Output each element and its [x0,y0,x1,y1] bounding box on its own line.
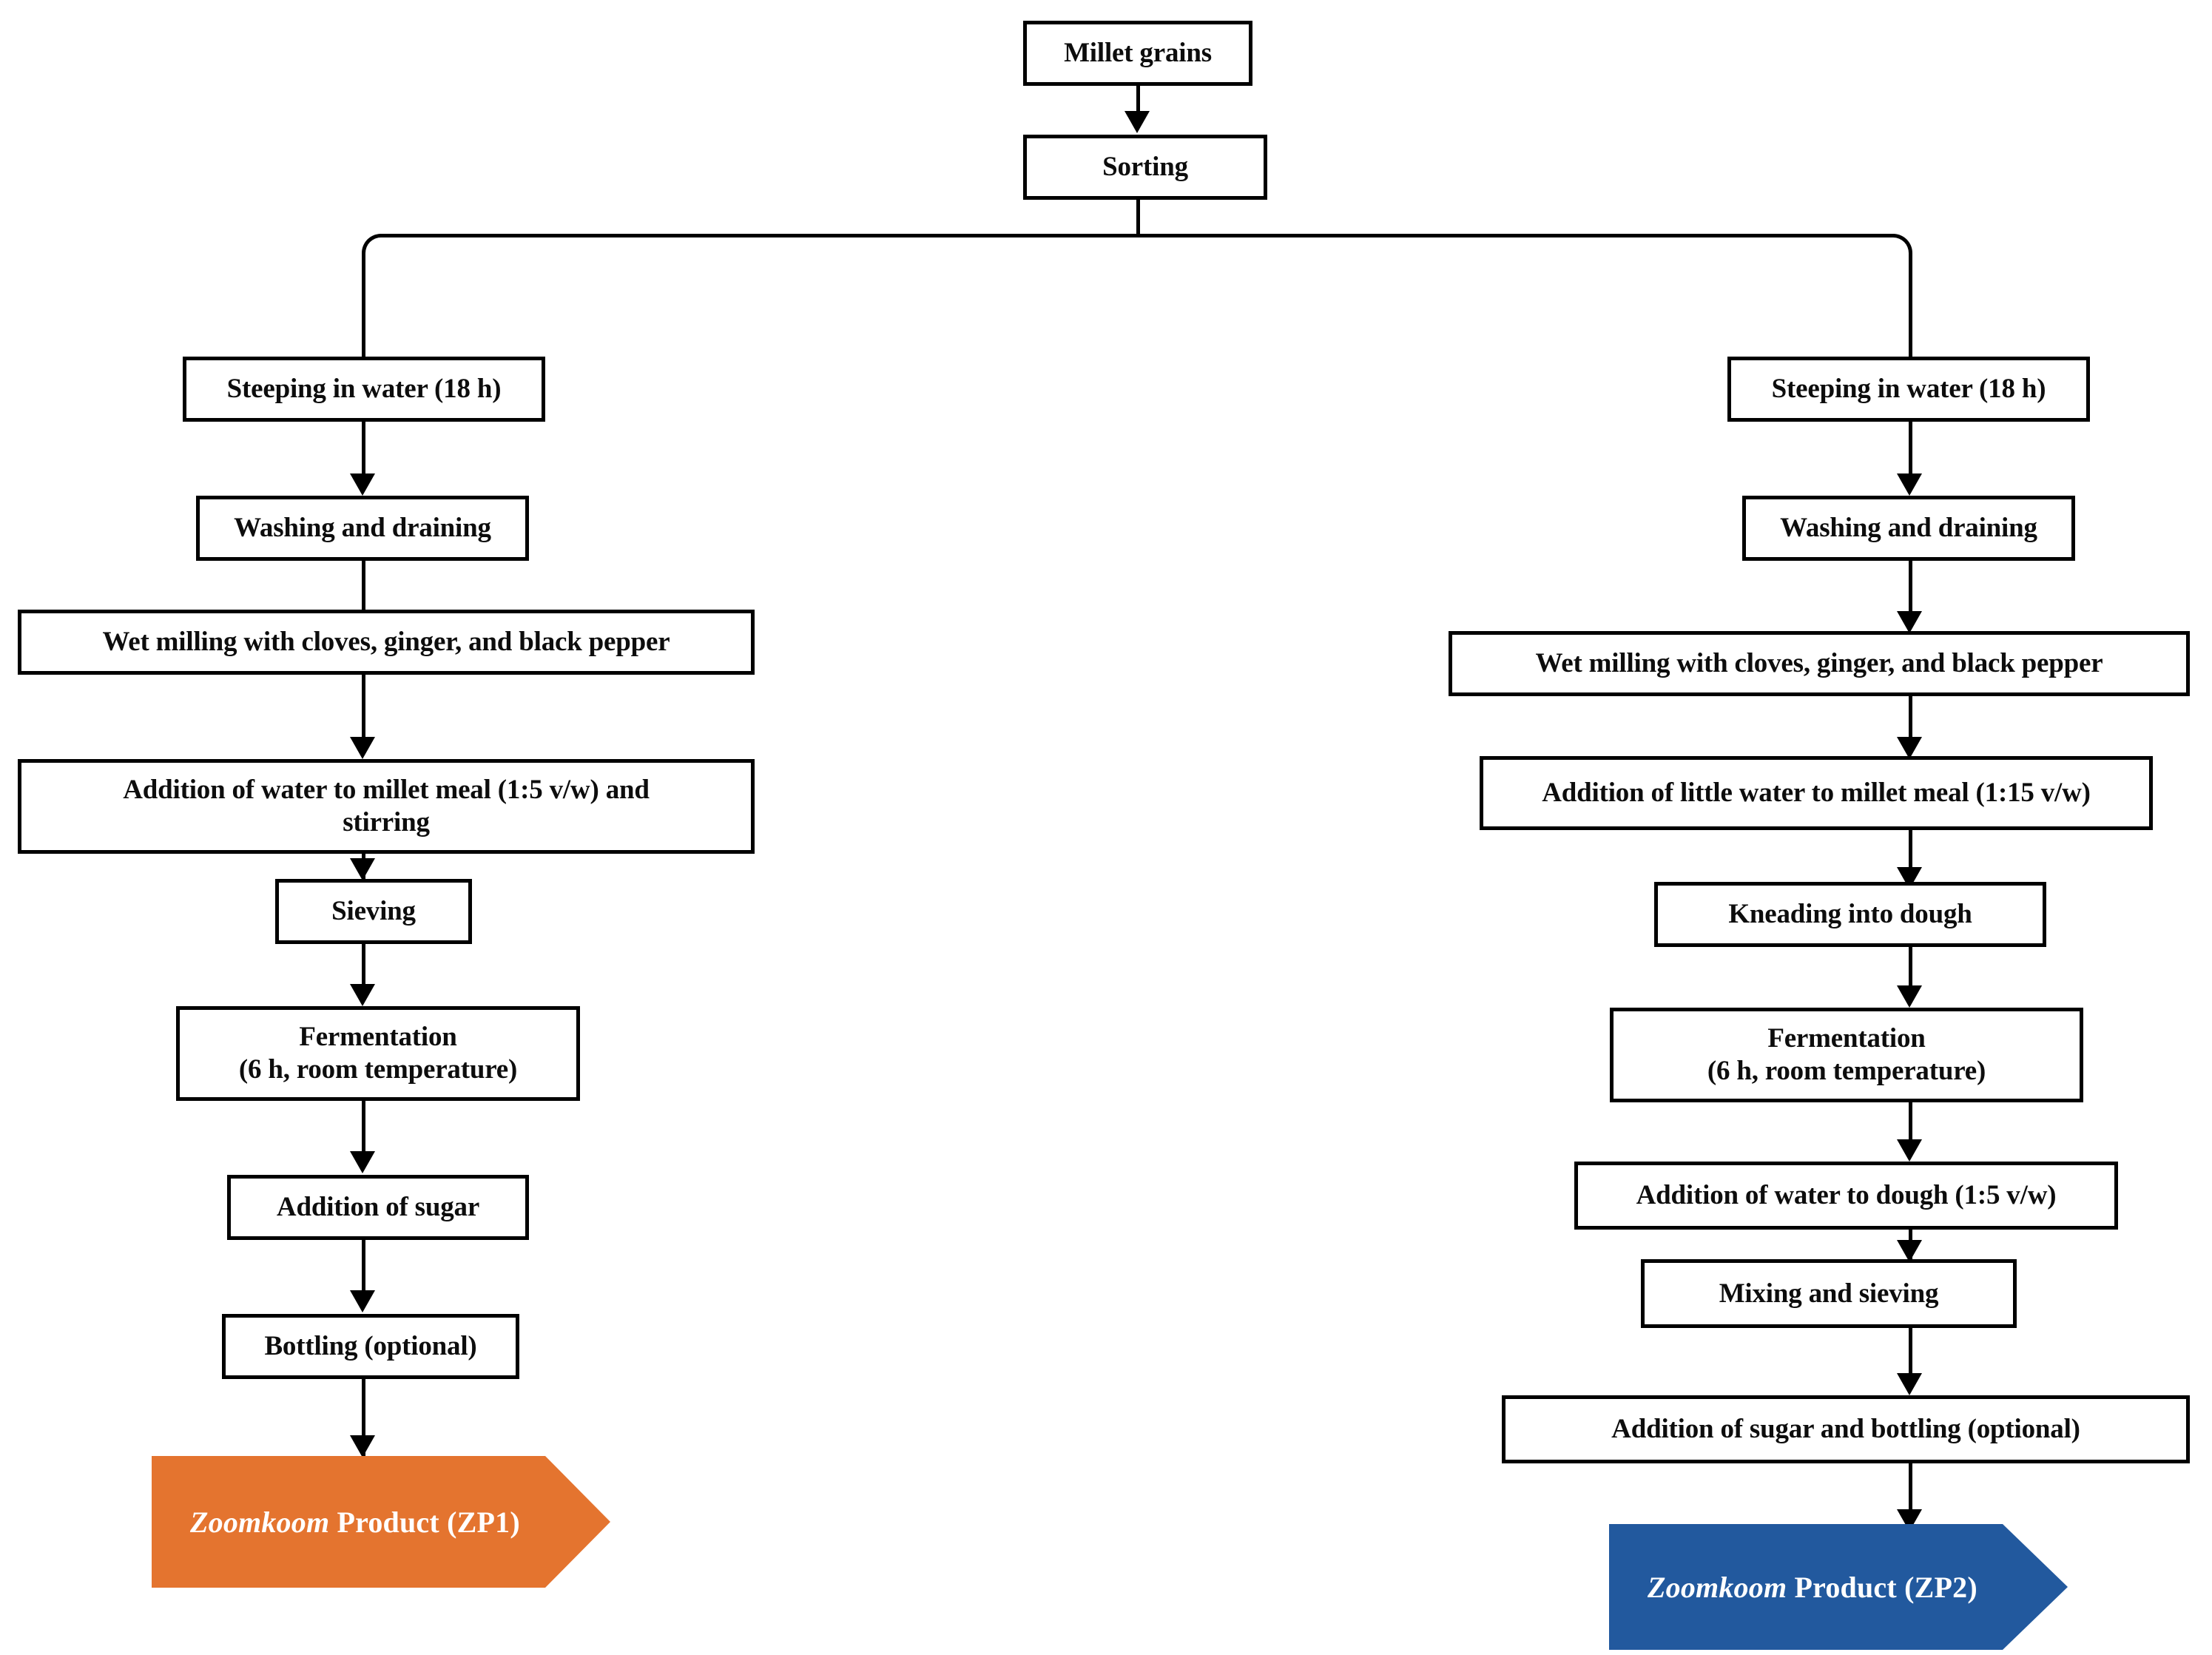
node-left-fermentation-line1: Fermentation [299,1021,457,1052]
node-millet-grains[interactable]: Millet grains [1023,21,1252,86]
connector-left-1 [362,422,365,479]
connector-drop-right [1909,263,1912,358]
connector-split-bar [380,234,1895,237]
node-right-steeping-label: Steeping in water (18 h) [1771,374,2046,405]
connector-right-8 [1909,1328,1912,1384]
node-left-fermentation[interactable]: Fermentation (6 h, room temperature) [176,1006,580,1101]
node-right-addition-water-dough[interactable]: Addition of water to dough (1:5 v/w) [1574,1162,2118,1230]
connector-right-9 [1909,1463,1912,1531]
node-left-washing-label: Washing and draining [234,513,491,544]
connector-right-2 [1909,561,1912,617]
connector-right-3 [1909,696,1912,746]
banner-zoomkoom-product-zp2[interactable]: Zoomkoom Product (ZP2) [1609,1524,2068,1650]
banner-zp2-italic: Zoomkoom [1648,1570,1787,1604]
node-right-mixing-sieving[interactable]: Mixing and sieving [1641,1259,2017,1328]
node-right-washing[interactable]: Washing and draining [1742,496,2075,561]
arrowhead-left-8 [350,1435,375,1457]
node-left-fermentation-line2: (6 h, room temperature) [238,1054,518,1085]
node-left-wet-milling-label: Wet milling with cloves, ginger, and bla… [102,627,670,658]
node-right-kneading[interactable]: Kneading into dough [1654,882,2046,947]
arrowhead-left-4 [350,858,375,880]
node-right-fermentation-line2: (6 h, room temperature) [1707,1056,1986,1086]
node-right-addition-little-water[interactable]: Addition of little water to millet meal … [1480,756,2153,830]
connector-left-2 [362,561,365,617]
connector-right-1 [1909,422,1912,479]
connector-drop-left [362,263,365,358]
node-right-fermentation[interactable]: Fermentation (6 h, room temperature) [1610,1008,2083,1102]
node-right-mixing-sieving-label: Mixing and sieving [1719,1278,1939,1309]
connector-right-5 [1909,947,1912,996]
connector-sorting-stem [1136,200,1140,237]
connector-elbow-right [1875,234,1912,271]
node-left-addition-water-line2: stirring [343,807,430,837]
node-millet-grains-label: Millet grains [1064,38,1212,69]
node-right-fermentation-line1: Fermentation [1767,1022,1926,1054]
connector-left-7 [362,1240,365,1301]
connector-left-8 [362,1379,365,1456]
arrowhead-left-6 [350,1151,375,1173]
banner-zp1-italic: Zoomkoom [190,1505,330,1539]
node-right-addition-sugar-bottling-label: Addition of sugar and bottling (optional… [1611,1414,2080,1445]
node-left-addition-sugar[interactable]: Addition of sugar [227,1175,529,1240]
node-left-addition-water[interactable]: Addition of water to millet meal (1:5 v/… [18,759,755,854]
banner-zoomkoom-product-zp1[interactable]: Zoomkoom Product (ZP1) [152,1456,610,1588]
node-left-bottling[interactable]: Bottling (optional) [222,1314,519,1379]
arrowhead-right-7 [1897,1240,1922,1262]
node-right-steeping[interactable]: Steeping in water (18 h) [1727,357,2090,422]
banner-zp1-rest: Product (ZP1) [329,1505,520,1539]
node-left-steeping-label: Steeping in water (18 h) [226,374,502,405]
node-left-bottling-label: Bottling (optional) [264,1331,477,1362]
banner-zp2-rest: Product (ZP2) [1787,1570,1977,1604]
node-right-kneading-label: Kneading into dough [1728,899,1972,930]
arrowhead-right-2 [1897,611,1922,633]
node-left-addition-sugar-label: Addition of sugar [276,1192,480,1223]
arrowhead-left-3 [350,737,375,759]
node-left-washing[interactable]: Washing and draining [196,496,529,561]
connector-left-3 [362,675,365,743]
arrowhead-left-7 [350,1290,375,1312]
arrowhead-left-5 [350,984,375,1006]
node-right-addition-little-water-label: Addition of little water to millet meal … [1542,778,2091,809]
connector-left-5 [362,944,365,994]
node-right-addition-water-dough-label: Addition of water to dough (1:5 v/w) [1636,1180,2057,1211]
arrowhead-right-6 [1897,1139,1922,1162]
arrowhead-right-1 [1897,473,1922,496]
node-sorting-label: Sorting [1102,152,1188,183]
arrowhead-right-8 [1897,1373,1922,1395]
node-left-addition-water-line1: Addition of water to millet meal (1:5 v/… [123,774,650,805]
connector-elbow-left [362,234,399,271]
arrowhead-right-3 [1897,737,1922,759]
arrowhead-start-to-sorting [1124,111,1150,133]
node-right-wet-milling[interactable]: Wet milling with cloves, ginger, and bla… [1449,631,2190,696]
node-right-wet-milling-label: Wet milling with cloves, ginger, and bla… [1535,648,2103,679]
node-sorting[interactable]: Sorting [1023,135,1267,200]
connector-left-6 [362,1101,365,1162]
banner-zp2-label: Zoomkoom Product (ZP2) [1609,1570,1977,1605]
connector-right-4 [1909,830,1912,877]
node-left-steeping[interactable]: Steeping in water (18 h) [183,357,545,422]
connector-start-to-sorting [1136,86,1140,115]
banner-zp1-label: Zoomkoom Product (ZP1) [152,1505,520,1540]
arrowhead-right-5 [1897,985,1922,1008]
node-right-washing-label: Washing and draining [1780,513,2037,544]
node-left-sieving[interactable]: Sieving [275,879,472,944]
connector-right-6 [1909,1102,1912,1150]
node-left-wet-milling[interactable]: Wet milling with cloves, ginger, and bla… [18,610,755,675]
node-left-sieving-label: Sieving [331,896,416,927]
arrowhead-left-1 [350,473,375,496]
node-right-addition-sugar-bottling[interactable]: Addition of sugar and bottling (optional… [1502,1395,2190,1463]
